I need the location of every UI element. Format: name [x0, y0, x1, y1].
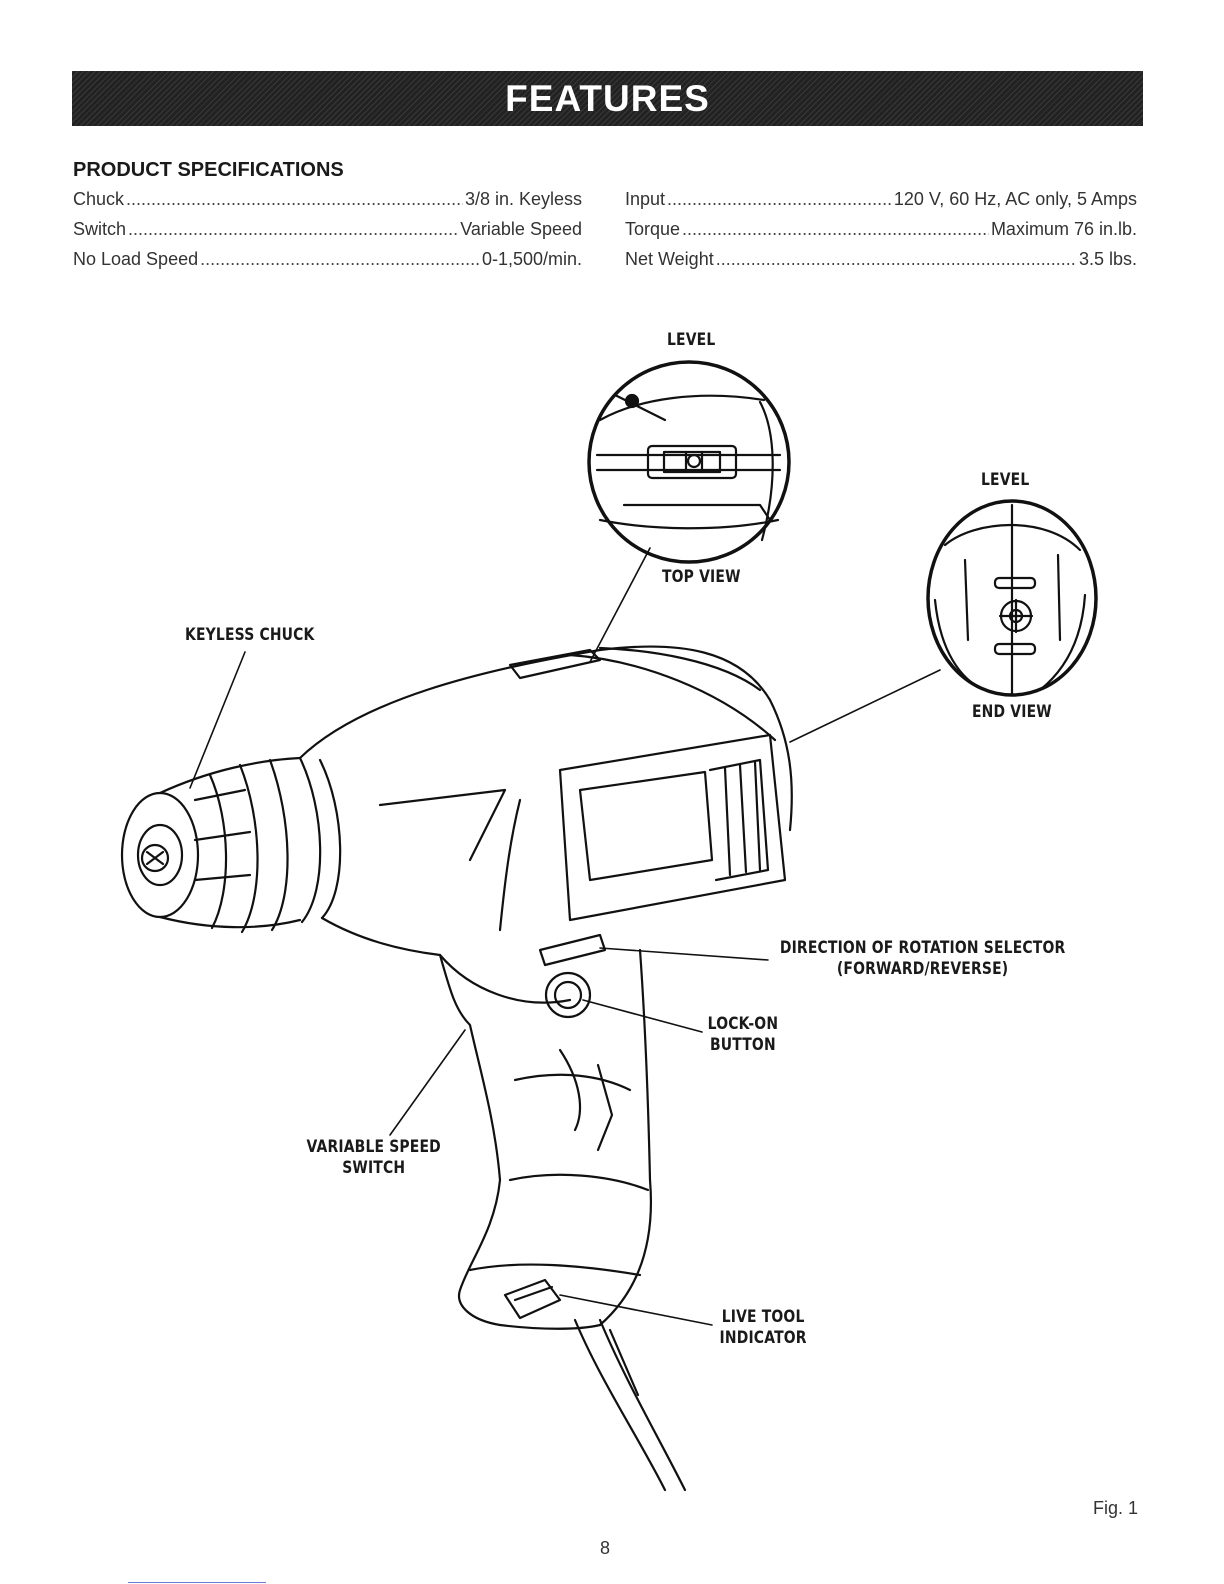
end-view-inset: [926, 499, 1098, 697]
spec-label: Input: [625, 189, 666, 209]
spec-row-switch: Switch Variable Speed: [73, 219, 582, 249]
callout-line: INDICATOR: [719, 1328, 807, 1348]
spec-value: 120 V, 60 Hz, AC only, 5 Amps: [893, 189, 1137, 209]
spec-value: 3/8 in. Keyless: [464, 189, 582, 209]
spec-heading: PRODUCT SPECIFICATIONS: [73, 159, 344, 181]
callout-line: LOCK-ON: [707, 1014, 779, 1034]
footer-rule: [128, 1582, 266, 1583]
spec-label: No Load Speed: [73, 249, 199, 269]
callout-line: LIVE TOOL: [721, 1307, 805, 1327]
page-number: 8: [600, 1538, 611, 1558]
callout-end-view: END VIEW: [972, 702, 1052, 722]
callout-top-view: TOP VIEW: [662, 567, 741, 587]
callout-line: SWITCH: [342, 1158, 406, 1178]
spec-value: Maximum 76 in.lb.: [990, 219, 1137, 239]
callout-line: BUTTON: [709, 1035, 776, 1055]
spec-column-right: Input 120 V, 60 Hz, AC only, 5 Amps Torq…: [625, 189, 1137, 279]
spec-value: 3.5 lbs.: [1078, 249, 1137, 269]
spec-row-net-weight: Net Weight 3.5 lbs.: [625, 249, 1137, 279]
figure-label: Fig. 1: [1093, 1498, 1139, 1518]
spec-column-left: Chuck 3/8 in. Keyless Switch Variable Sp…: [73, 189, 582, 279]
chuck: [120, 756, 342, 934]
banner-title: FEATURES: [505, 77, 710, 119]
callout-variable-speed-switch: VARIABLE SPEED SWITCH: [304, 1137, 443, 1179]
spec-row-torque: Torque Maximum 76 in.lb.: [625, 219, 1137, 249]
power-cord: [573, 1318, 687, 1492]
motor-housing: [298, 645, 793, 1004]
spec-value: Variable Speed: [460, 219, 582, 239]
handle: [438, 948, 652, 1330]
spec-row-input: Input 120 V, 60 Hz, AC only, 5 Amps: [625, 189, 1137, 219]
callout-level-end: LEVEL: [981, 470, 1030, 490]
spec-label: Switch: [73, 219, 127, 239]
callout-line: (FORWARD/REVERSE): [836, 959, 1009, 979]
spec-row-chuck: Chuck 3/8 in. Keyless: [73, 189, 582, 219]
leader-lines: [189, 547, 941, 1326]
callout-direction-selector: DIRECTION OF ROTATION SELECTOR (FORWARD/…: [775, 938, 1070, 980]
callout-live-tool-indicator: LIVE TOOL INDICATOR: [718, 1307, 808, 1349]
spec-label: Chuck: [73, 189, 125, 209]
callout-level-top: LEVEL: [667, 330, 716, 350]
top-view-inset: [587, 360, 791, 564]
callout-keyless-chuck: KEYLESS CHUCK: [185, 625, 315, 645]
callout-line: DIRECTION OF ROTATION SELECTOR: [779, 938, 1066, 958]
spec-label: Net Weight: [625, 249, 714, 269]
spec-row-no-load-speed: No Load Speed 0-1,500/min.: [73, 249, 582, 279]
features-banner: FEATURES: [72, 71, 1143, 126]
callout-lock-on-button: LOCK-ON BUTTON: [706, 1014, 780, 1056]
callout-line: VARIABLE SPEED: [306, 1137, 441, 1157]
spec-label: Torque: [625, 219, 681, 239]
spec-value: 0-1,500/min.: [481, 249, 582, 269]
